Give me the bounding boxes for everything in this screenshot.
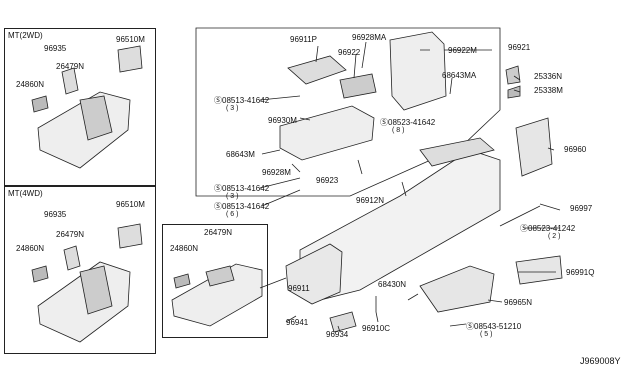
label-96935-2wd: 96935	[44, 44, 67, 53]
label-25338m: 25338M	[534, 86, 563, 95]
console-top	[419, 137, 495, 167]
panel-title-2wd: MT(2WD)	[8, 31, 43, 40]
label-96922m: 96922M	[448, 46, 477, 55]
label-bolt-08513-41642-a: Ⓢ08513-41642	[214, 96, 270, 105]
front-panel-96911	[285, 243, 343, 305]
label-26479n-2wd: 26479N	[56, 62, 85, 71]
panel-mt-2wd	[4, 28, 156, 186]
label-qty-b: ( 8 )	[392, 127, 405, 134]
shift-boot-2wd	[31, 45, 143, 169]
label-26479n-4wd: 26479N	[56, 230, 85, 239]
tray-96911p	[287, 55, 347, 85]
shift-boot-4wd	[31, 223, 143, 343]
label-96997: 96997	[570, 204, 593, 213]
label-24860n-2wd: 24860N	[16, 80, 45, 89]
label-bolt-08513-41642-c: Ⓢ08513-41642	[214, 184, 270, 193]
armrest-lid	[389, 31, 447, 111]
label-96921: 96921	[508, 43, 531, 52]
label-25336n: 25336N	[534, 72, 563, 81]
cup-25336n	[505, 65, 521, 85]
cup-25338m	[507, 85, 521, 99]
side-panel-96960	[515, 117, 553, 177]
label-96991q: 96991Q	[566, 268, 595, 277]
label-bolt-08523-41242: Ⓢ08523-41242	[520, 224, 576, 233]
bezel-inset	[171, 263, 263, 327]
diagram-code: J969008Y	[580, 356, 621, 366]
label-96965n: 96965N	[504, 298, 533, 307]
label-96510m-4wd: 96510M	[116, 200, 145, 209]
console-box	[279, 105, 375, 161]
label-96935-4wd: 96935	[44, 210, 67, 219]
panel-title-4wd: MT(4WD)	[8, 189, 43, 198]
label-96928m: 96928M	[262, 168, 291, 177]
label-qty-c: ( 3 )	[226, 193, 239, 200]
plate-96934	[329, 311, 357, 333]
label-qty-e: ( 2 )	[548, 233, 561, 240]
label-bolt-08513-41642-d: Ⓢ08513-41642	[214, 202, 270, 211]
label-bolt-08523-41642: Ⓢ08523-41642	[380, 118, 436, 127]
hinge-96922	[339, 73, 377, 99]
label-96928ma: 96928MA	[352, 33, 387, 42]
cable-96997	[499, 203, 561, 227]
label-qty-a: ( 3 )	[226, 105, 239, 112]
label-96960: 96960	[564, 145, 587, 154]
label-24860n-4wd: 24860N	[16, 244, 45, 253]
label-96510m-2wd: 96510M	[116, 35, 145, 44]
label-96923: 96923	[316, 176, 339, 185]
label-96941: 96941	[286, 318, 309, 327]
label-96911p: 96911P	[290, 35, 317, 44]
label-96922: 96922	[338, 48, 361, 57]
label-96912n: 96912N	[356, 196, 385, 205]
bracket-96991q	[515, 255, 563, 285]
label-qty-d: ( 6 )	[226, 211, 239, 218]
label-68643ma: 68643MA	[442, 71, 477, 80]
label-24860n-inset: 24860N	[170, 244, 199, 253]
label-qty-f: ( 5 )	[480, 331, 493, 338]
label-96930m: 96930M	[268, 116, 297, 125]
label-68643m: 68643M	[226, 150, 255, 159]
label-26479n-inset: 26479N	[204, 228, 233, 237]
cup-holder-96965n	[419, 265, 495, 313]
label-68430n: 68430N	[378, 280, 407, 289]
label-96934: 96934	[326, 330, 349, 339]
panel-mt-4wd	[4, 186, 156, 354]
label-96911: 96911	[288, 284, 310, 293]
label-bolt-08543-51210: Ⓢ08543-51210	[466, 322, 522, 331]
panel-bezel-inset	[162, 224, 268, 338]
label-96910c: 96910C	[362, 324, 391, 333]
